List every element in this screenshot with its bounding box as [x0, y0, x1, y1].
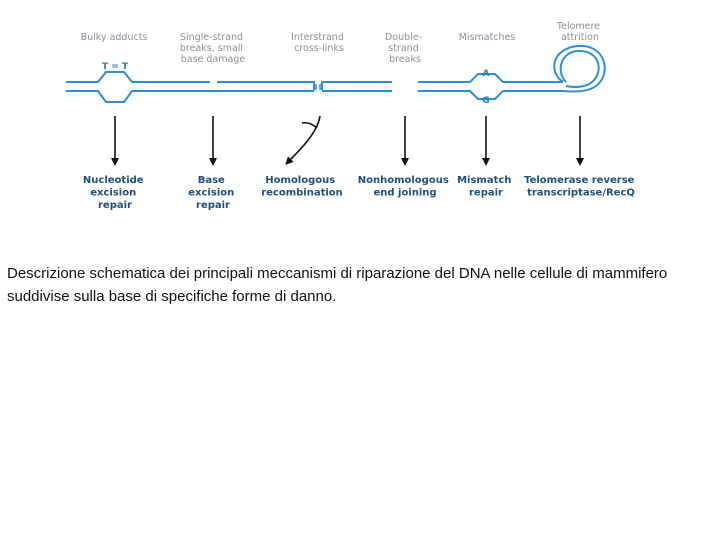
- figure-caption: Descrizione schematica dei principali me…: [7, 265, 668, 305]
- repair-label-ner: Nucleotide excision repair: [83, 175, 147, 211]
- damage-label-mismatches: Mismatches: [459, 32, 516, 43]
- repair-label-telomerase: Telomerase reverse transcriptase/RecQ: [524, 175, 638, 199]
- mismatch-base-top: A: [483, 69, 490, 79]
- repair-label-nhej: Nonhomologous end joining: [358, 175, 453, 199]
- thymine-dimer-label: T = T: [102, 62, 129, 72]
- crosslink-marks: [315, 84, 321, 90]
- damage-label-telomere-attrition: Telomere attrition: [556, 21, 603, 43]
- dna-top-strand-mid2: [321, 81, 392, 90]
- dna-double-strand: [66, 44, 606, 103]
- dna-bottom-strand-right: [418, 90, 563, 100]
- dna-top-strand-right: [418, 73, 563, 83]
- damage-label-single-strand-breaks: Single-strand breaks, small base damage: [180, 32, 246, 65]
- damage-label-double-strand-breaks: Double- strand breaks: [385, 32, 425, 65]
- telomere-loop-inner: [559, 49, 600, 88]
- dna-repair-diagram: Bulky adducts Single-strand breaks, smal…: [66, 21, 638, 211]
- repair-label-hr: Homologous recombination: [261, 175, 343, 199]
- arrow-hr: [285, 115, 321, 165]
- dna-top-strand-mid: [217, 81, 315, 90]
- damage-label-interstrand-cross-links: Interstrand cross-links: [291, 32, 347, 54]
- dna-top-strand-left: [66, 71, 210, 83]
- telomere-loop: [553, 44, 606, 93]
- dna-bottom-strand-left: [66, 90, 314, 103]
- repair-label-ber: Base excision repair: [188, 175, 237, 211]
- mismatch-base-bottom: G: [482, 96, 489, 106]
- repair-arrows: [111, 115, 584, 166]
- arrow-hr-branch: [301, 121, 318, 129]
- damage-label-bulky-adducts: Bulky adducts: [81, 32, 148, 43]
- repair-label-mmr: Mismatch repair: [457, 175, 515, 199]
